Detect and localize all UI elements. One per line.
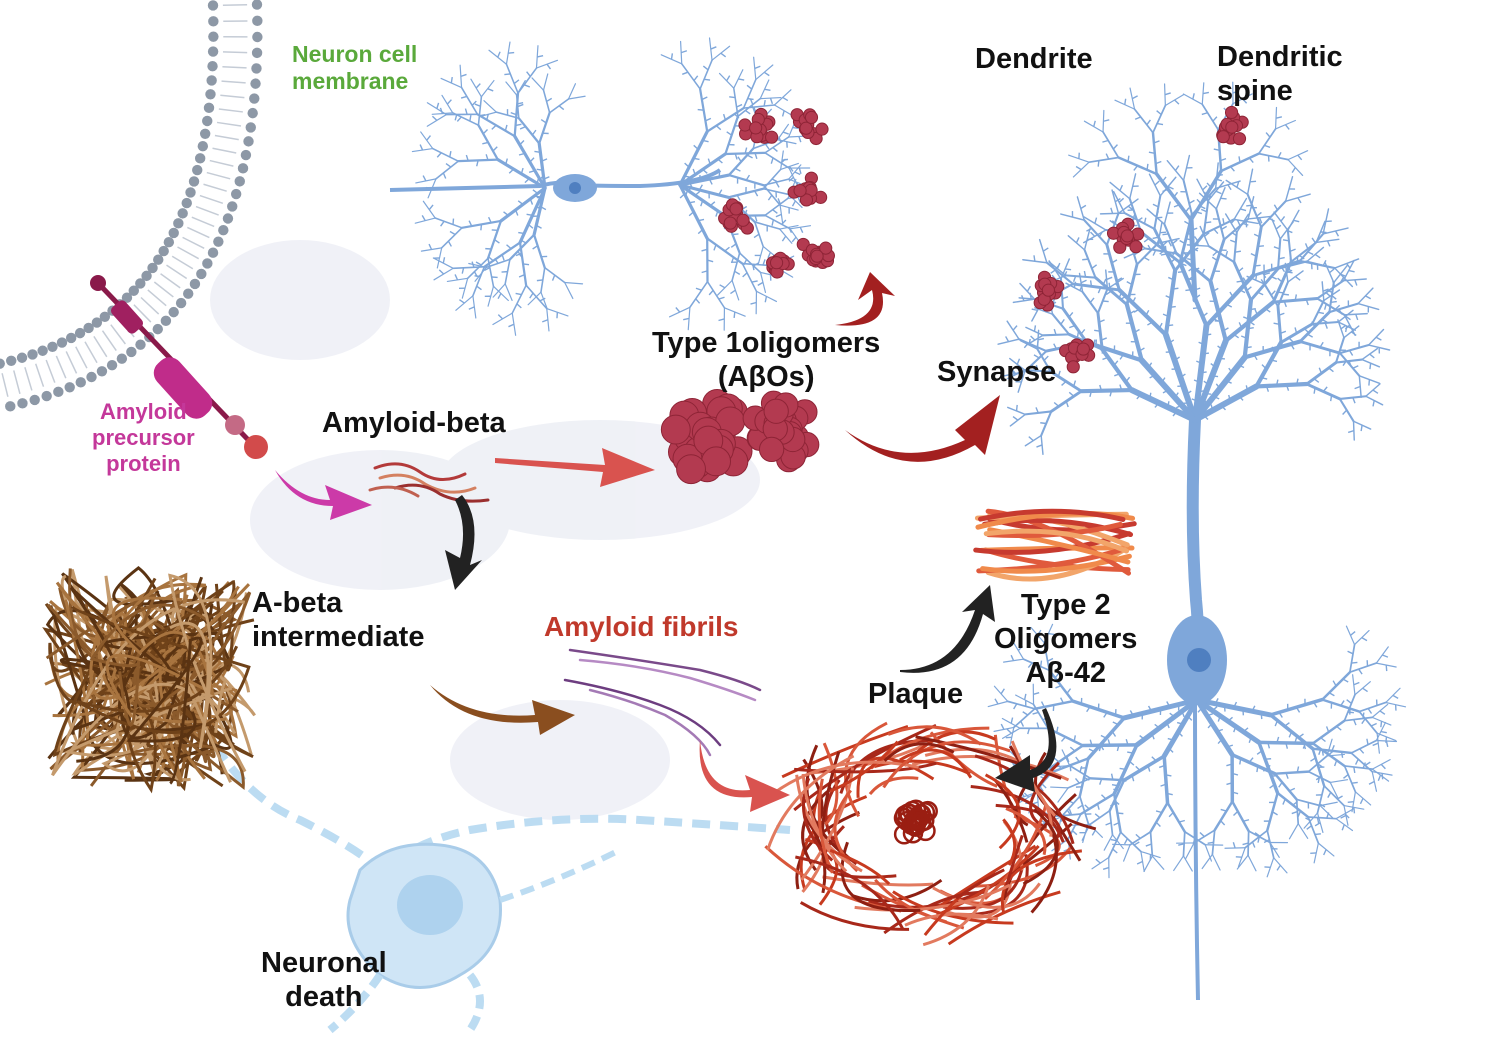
arrow-fibrils-to-plaque <box>700 740 790 812</box>
cell-membrane-bilayer <box>0 0 263 412</box>
arrow-oligomers-to-synapse <box>845 395 1000 462</box>
type2-line2: Oligomers <box>994 622 1137 656</box>
type1-oligomers-label: Type 1oligomers (AβOs) <box>652 326 880 394</box>
synapse-label: Synapse <box>937 355 1056 389</box>
neuronal-death-line1: Neuronal <box>261 946 387 980</box>
neuron-cell-membrane-label: Neuron cell membrane <box>292 41 417 95</box>
type2-line1: Type 2 <box>994 588 1137 622</box>
neuron-cell-membrane-line1: Neuron cell <box>292 41 417 68</box>
type2-line3: Aβ-42 <box>994 656 1137 690</box>
neuronal-death-line2: death <box>261 980 387 1014</box>
app-line2: precursor <box>92 425 195 451</box>
type2-oligomer-fibers-icon <box>976 511 1135 579</box>
type2-oligomers-label: Type 2 Oligomers Aβ-42 <box>994 588 1137 691</box>
type1-oligomer-clusters-icon <box>661 106 1248 483</box>
amyloid-precursor-protein-label: Amyloid precursor protein <box>92 399 195 477</box>
type1-line1: Type 1oligomers <box>652 326 880 360</box>
dendritic-spine-line2: spine <box>1217 74 1343 108</box>
neuronal-death-label: Neuronal death <box>261 946 387 1014</box>
plaque-label: Plaque <box>868 677 963 711</box>
top-neuron-icon <box>390 38 810 335</box>
arrow-plaque-to-type2 <box>900 585 995 673</box>
type1-line2: (AβOs) <box>652 360 880 394</box>
neuron-cell-membrane-line2: membrane <box>292 68 417 95</box>
amyloid-beta-label: Amyloid-beta <box>322 406 506 440</box>
dendritic-spine-line1: Dendritic <box>1217 40 1343 74</box>
arrow-oligomers-to-top-neuron <box>835 272 895 326</box>
app-line3: protein <box>92 451 195 477</box>
app-line1: Amyloid <box>92 399 195 425</box>
a-beta-line1: A-beta <box>252 586 424 620</box>
a-beta-line2: intermediate <box>252 620 424 654</box>
amyloid-fibrils-label: Amyloid fibrils <box>544 610 738 643</box>
dendritic-spine-label: Dendritic spine <box>1217 40 1343 108</box>
dendrite-label: Dendrite <box>975 42 1093 76</box>
a-beta-intermediate-label: A-beta intermediate <box>252 586 424 654</box>
